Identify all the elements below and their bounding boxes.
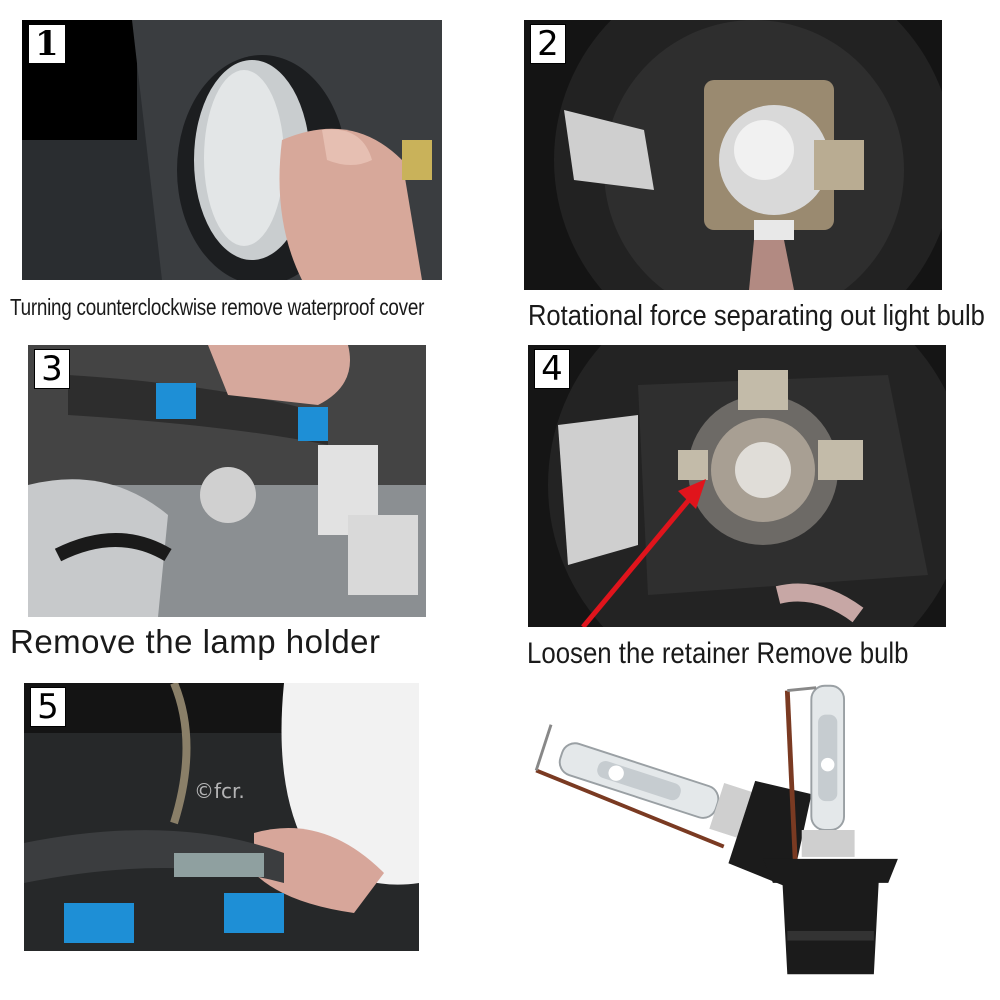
step-2-caption: Rotational force separating out light bu… [528,300,985,332]
step-number-badge: 2 [530,24,566,64]
step-5-photo: 5 ©fcr. [24,683,419,951]
step-number-badge: 3 [34,349,70,389]
step-4-photo: 4 [528,345,946,627]
step-1-caption: Turning counterclockwise remove waterpro… [10,294,425,320]
hid-bulbs-product-image [534,684,898,975]
hid-bulb-right [763,684,898,975]
watermark-text: ©fcr. [194,779,245,803]
step-3-caption: Remove the lamp holder [10,623,381,660]
step-3-photo: 3 [28,345,426,617]
step-1-photo: 1 [22,20,442,280]
step-2-photo: 2 [524,20,942,290]
step-number-badge: 1 [28,24,66,64]
step-number-badge: 5 [30,687,66,727]
step-4-caption: Loosen the retainer Remove bulb [527,637,909,670]
step-number-badge: 4 [534,349,570,389]
